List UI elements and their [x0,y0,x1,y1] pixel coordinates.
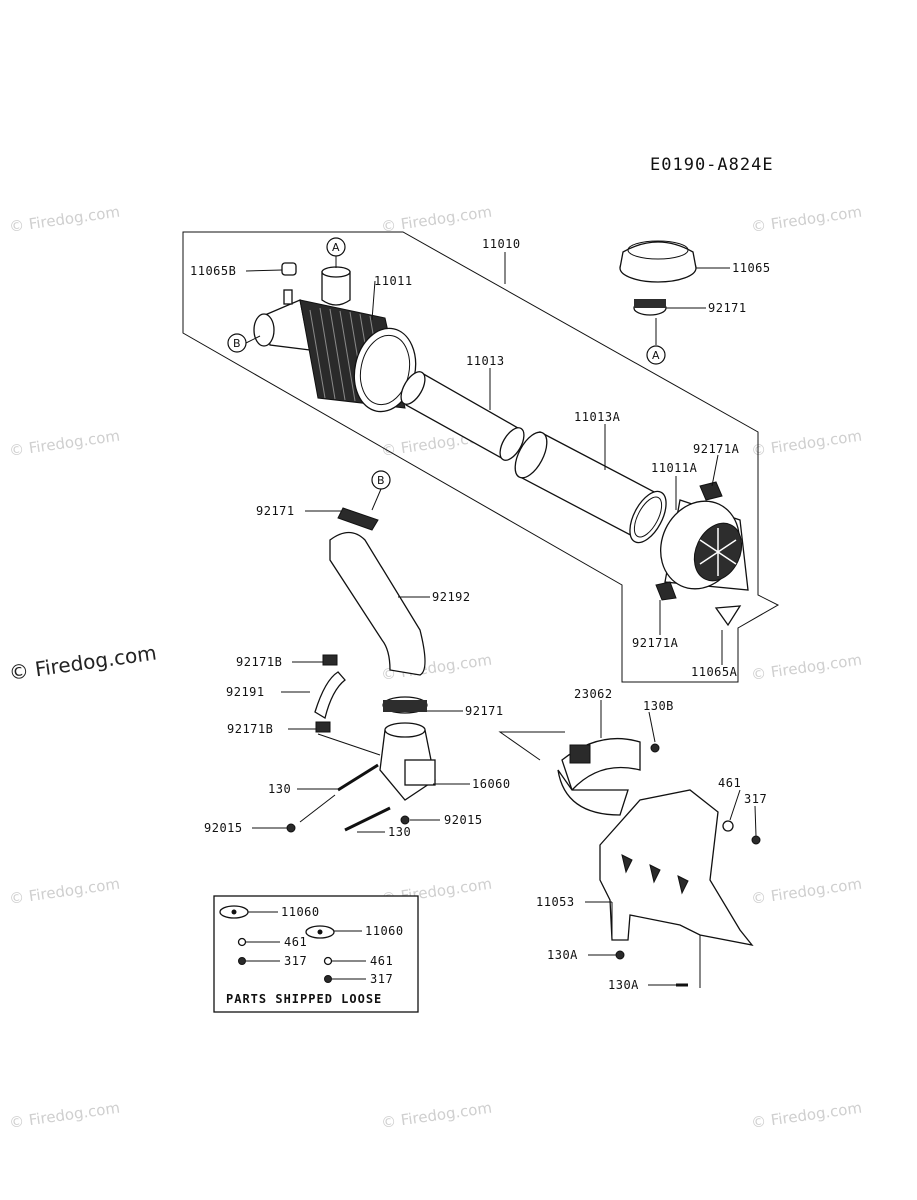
loose-item-317-b: 317 [370,972,393,986]
element-11013 [400,371,525,461]
cap-11065 [619,240,697,283]
hose-92192 [329,531,426,676]
cap-11065b [281,262,297,276]
clip-92171a-bottom [655,581,677,601]
diagram-code: E0190-A824E [650,155,774,175]
svg-text:B: B [233,337,241,350]
watermark: © Firedog.com [8,1099,121,1132]
hose-92191 [314,671,346,720]
nut-130b [650,743,660,753]
watermark: © Firedog.com [8,427,121,460]
svg-text:B: B [377,474,385,487]
label-92015-a: 92015 [204,821,243,835]
watermark: © Firedog.com [750,651,863,684]
clamp-92171b-top [322,654,338,666]
air-cleaner-body-11011 [253,266,417,413]
label-130b: 130B [643,699,674,713]
part-labels: 11010 11065B 11011 11065 92171 11013 110… [190,237,771,992]
label-92171b-top: 92171B [236,655,282,669]
label-11013: 11013 [466,354,505,368]
nut-317 [751,835,761,845]
label-11053: 11053 [536,895,575,909]
label-16060: 16060 [472,777,511,791]
watermark: © Firedog.com [380,1099,493,1132]
loose-box-title: PARTS SHIPPED LOOSE [226,992,382,1006]
label-461: 461 [718,776,741,790]
label-11013a: 11013A [574,410,621,424]
valve-11065a [714,605,742,627]
bracket-23062 [557,737,641,816]
loose-item-317-a: 317 [284,954,307,968]
label-11065b: 11065B [190,264,236,278]
label-11011a: 11011A [651,461,698,475]
watermark: © Firedog.com [750,1099,863,1132]
label-130a-b: 130A [608,978,639,992]
washer-461 [722,820,734,832]
svg-text:A: A [652,349,660,362]
label-92171b-bottom: 92171B [227,722,273,736]
parts-shipped-loose-box: 11060 461 317 11060 461 317 PARTS SHIPPE… [213,895,419,1013]
loose-item-461-b: 461 [370,954,393,968]
label-92171-clamp: 92171 [465,704,504,718]
label-11010: 11010 [482,237,521,251]
nut-92015-a [286,823,296,833]
label-130-b: 130 [388,825,411,839]
label-130-a: 130 [268,782,291,796]
nut-92015-b [400,815,410,825]
loose-item-11060-a: 11060 [281,905,320,919]
plate-11053 [599,789,754,946]
assembly-outline [182,231,780,683]
label-92171-top: 92171 [708,301,747,315]
callout-a-right: A [646,318,666,365]
label-92015-b: 92015 [444,813,483,827]
clamp-92171b-bottom [315,721,331,733]
label-130a-a: 130A [547,948,578,962]
callout-b-left: B [227,333,261,353]
watermark: © Firedog.com [750,203,863,236]
clamp-92171-b [337,507,379,531]
bolt-130-a [337,763,379,792]
watermark-primary: © Firedog.com [7,640,158,684]
nut-130a [615,950,625,960]
label-23062: 23062 [574,687,613,701]
watermark: © Firedog.com [8,203,121,236]
label-92191: 92191 [226,685,265,699]
label-92192: 92192 [432,590,471,604]
element-11013a [514,431,667,544]
watermark: © Firedog.com [750,875,863,908]
label-92171-b: 92171 [256,504,295,518]
clamp-92171-hose [382,696,428,714]
label-11065a: 11065A [691,665,738,679]
clip-92171a-top [699,481,723,501]
label-317: 317 [744,792,767,806]
bolt-130-b [344,806,391,832]
label-92171a-top: 92171A [693,442,740,456]
label-11011: 11011 [374,274,413,288]
watermark: © Firedog.com [750,427,863,460]
cover-11011a [660,499,749,591]
watermark: © Firedog.com [8,875,121,908]
callout-a-top: A [326,237,346,268]
clamp-92171-top [633,299,667,316]
loose-item-461-a: 461 [284,935,307,949]
label-92171a-bottom: 92171A [632,636,679,650]
callout-b-hose: B [371,470,391,511]
leader-lines [245,252,757,988]
elbow-16060 [379,722,436,801]
label-11065: 11065 [732,261,771,275]
svg-text:A: A [332,241,340,254]
watermark: © Firedog.com [380,203,493,236]
loose-item-11060-b: 11060 [365,924,404,938]
